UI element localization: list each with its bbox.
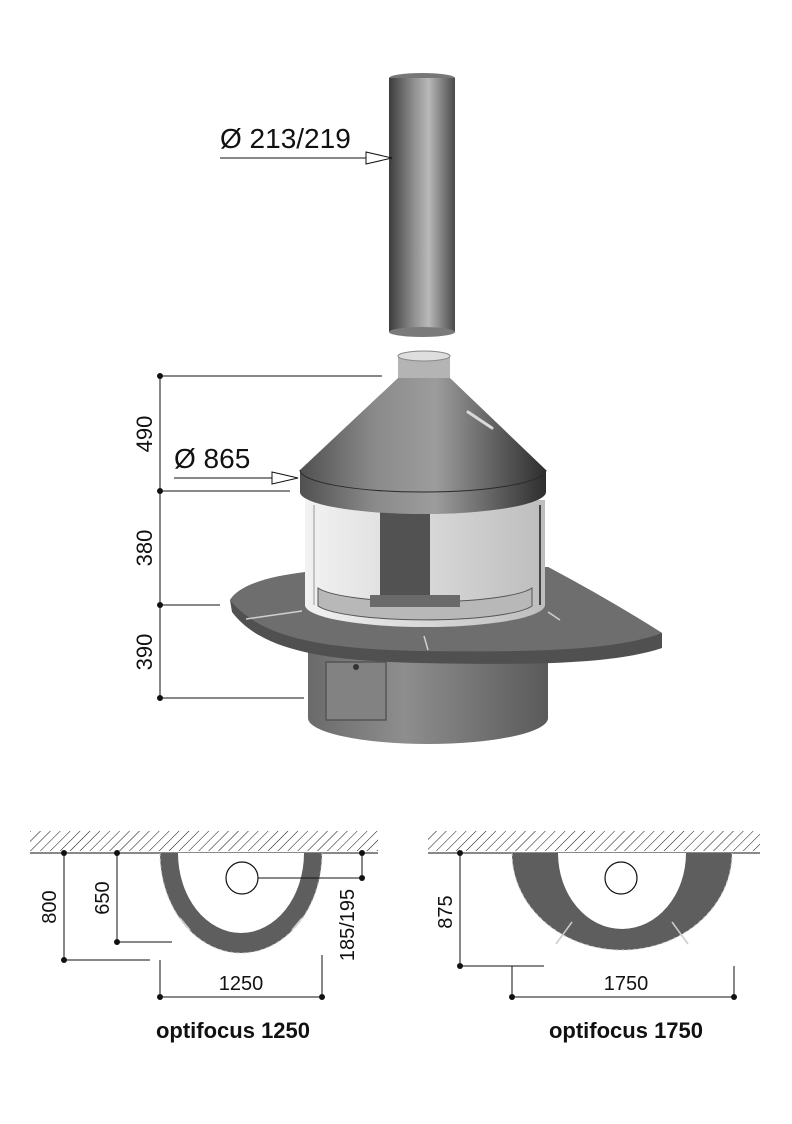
plan-1750-width: 1750	[604, 973, 649, 995]
flue-pipe	[389, 73, 455, 337]
elevation-view: Ø 213/219 Ø 865 490 380 390	[132, 73, 662, 744]
plan-1250-width: 1250	[219, 973, 264, 995]
height-base-label: 390	[132, 634, 157, 671]
plan-view-1250: 800 650 185/195 1250 optifocus 1250	[30, 831, 378, 1043]
plan-1750-depth-total: 875	[435, 895, 457, 928]
plan-1250-depth-hearth: 650	[92, 881, 114, 914]
plan-1250-caption: optifocus 1250	[156, 1018, 310, 1043]
hood-diameter-callout: Ø 865	[174, 443, 299, 485]
base-cylinder	[308, 640, 548, 744]
fireplace-hood	[299, 350, 547, 514]
plan-view-1750: 875 1750 optifocus 1750	[428, 831, 760, 1043]
glass-firebox	[305, 500, 545, 627]
vertical-dimensions: 490 380 390	[132, 373, 382, 701]
plan-1750-caption: optifocus 1750	[549, 1018, 703, 1043]
height-glass-label: 380	[132, 530, 157, 567]
plan-1250-depth-total: 800	[39, 890, 61, 923]
height-hood-label: 490	[132, 416, 157, 453]
plan-1250-offset: 185/195	[337, 889, 359, 961]
flue-diameter-callout: Ø 213/219	[220, 123, 393, 165]
flue-diameter-label: Ø 213/219	[220, 123, 351, 154]
hood-diameter-label: Ø 865	[174, 443, 250, 474]
